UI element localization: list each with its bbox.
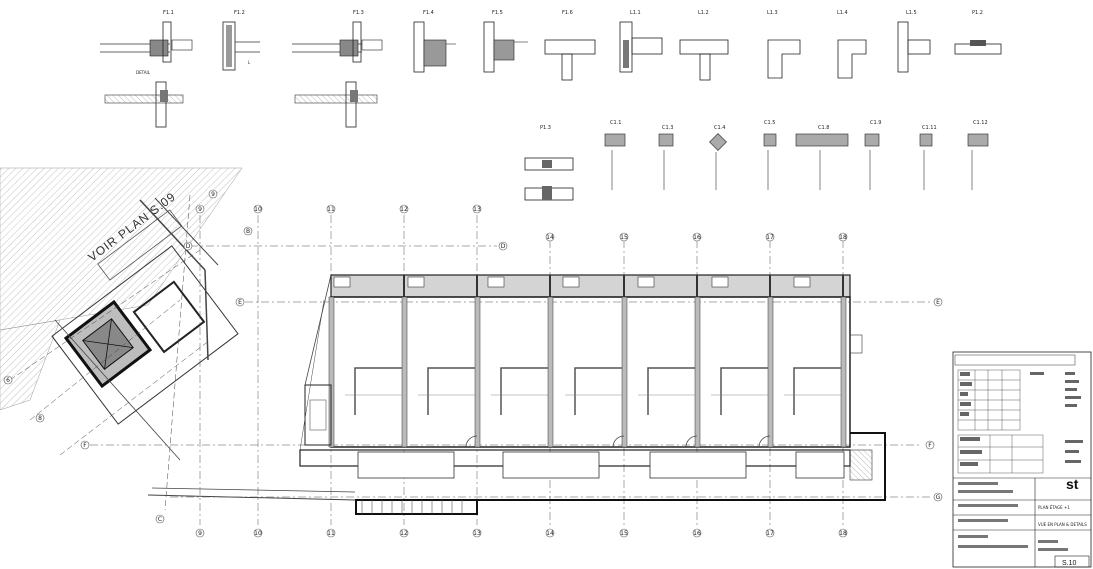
axis-label: 18 [839,530,847,537]
detail-label: L1.2 [698,10,709,16]
detail-label: L1.4 [837,10,848,16]
detail-p1-2: P1.2 [954,10,1002,55]
detail-label: F1.4 [423,10,434,16]
detail-label: C1.4 [714,125,725,131]
axis-label: 10 [254,530,262,537]
detail-l1-1: L1.1 [619,10,663,73]
detail-label: F1.5 [492,10,503,16]
detail-label: C1.5 [764,120,775,126]
axis-label: D [501,243,506,250]
svg-text:L: L [248,60,251,65]
axis-label: 16 [693,234,701,241]
main-floor-plan [299,274,886,515]
axis-label: 12 [400,206,408,213]
detail-f1-1: F1.1 DETAIL [100,10,193,128]
detail-label: C1.8 [818,125,829,131]
detail-label: L1.1 [630,10,641,16]
detail-label: C1.1 [610,120,621,126]
detail-c1-5: C1.5 [763,120,777,190]
detail-f1-4: F1.4 [413,10,456,73]
axis-label: 10 [254,206,262,213]
detail-p1-3: P1.3 [524,125,574,201]
axis-label: 14 [546,530,554,537]
axis-label: 13 [473,206,481,213]
detail-label: P1.3 [540,125,551,131]
detail-label: F1.2 [234,10,245,16]
axis-label: 8 [38,415,42,422]
detail-c1-1: C1.1 [604,120,626,190]
details-row-1: F1.1 DETAIL F1.2 L F1.3 [100,10,1002,128]
detail-f1-3: F1.3 [292,10,383,128]
axis-label: 13 [473,530,481,537]
axis-label: 15 [620,530,628,537]
detail-label: C1.3 [662,125,673,131]
detail-label: L1.3 [767,10,778,16]
adjacent-plan-area: VOIR PLAN S.09 [0,167,243,411]
detail-c1-3: C1.3 [658,125,673,190]
axis-label: 9 [211,191,215,198]
axis-label: 17 [766,234,774,241]
detail-l1-3: L1.3 [767,10,801,79]
detail-label: C1.9 [870,120,881,126]
detail-label: C1.11 [922,125,937,131]
sheet-number: S.10 [1062,560,1077,567]
grid-axes: 9 10 11 12 13 14 15 16 17 18 9 10 11 12 … [3,189,943,538]
axis-label: 14 [546,234,554,241]
detail-label: P1.2 [972,10,983,16]
details-row-2: P1.3 C1.1 C1.3 C1.4 C1.5 C1.8 [524,120,989,201]
detail-c1-12: C1.12 [967,120,989,190]
detail-label: C1.12 [973,120,988,126]
axis-label: 12 [400,530,408,537]
axis-label: D [186,243,191,250]
axis-label: C [158,516,162,523]
detail-label: F1.1 [163,10,174,16]
detail-l1-5: L1.5 [897,10,931,73]
stair-core [51,209,239,425]
axis-label: 6 [6,377,10,384]
axis-label: 17 [766,530,774,537]
axis-label: E [936,299,940,306]
title-block: st PLAN ÉTAGE +1 VUE EN PLAN & DETAILS S… [952,351,1092,568]
axis-label: E [238,299,242,306]
detail-l1-2: L1.2 [679,10,729,81]
axis-label: G [936,494,941,501]
sheet-title: PLAN ÉTAGE +1 [1038,505,1070,510]
svg-text:DETAIL: DETAIL [136,70,151,75]
detail-l1-4: L1.4 [837,10,867,79]
axis-label: F [83,442,87,449]
detail-f1-5: F1.5 [483,10,528,73]
detail-c1-9: C1.9 [864,120,881,190]
axis-label: 9 [198,206,202,213]
detail-c1-8: C1.8 [795,125,849,190]
axis-label: 11 [327,530,335,537]
axis-label: 16 [693,530,701,537]
axis-label: F [928,442,932,449]
detail-c1-4: C1.4 [709,125,727,190]
detail-label: F1.3 [353,10,364,16]
axis-label: 9 [198,530,202,537]
diagonal-walls [9,194,356,511]
detail-c1-11: C1.11 [919,125,937,190]
detail-f1-2: F1.2 L [222,10,260,71]
sheet-subtitle: VUE EN PLAN & DETAILS [1038,522,1087,527]
detail-label: F1.6 [562,10,573,16]
axis-label: B [246,228,250,235]
detail-f1-6: F1.6 [544,10,596,81]
firm-logo: st [1066,476,1079,492]
axis-label: 15 [620,234,628,241]
axis-label: 18 [839,234,847,241]
axis-label: 11 [327,206,335,213]
detail-label: L1.5 [906,10,917,16]
